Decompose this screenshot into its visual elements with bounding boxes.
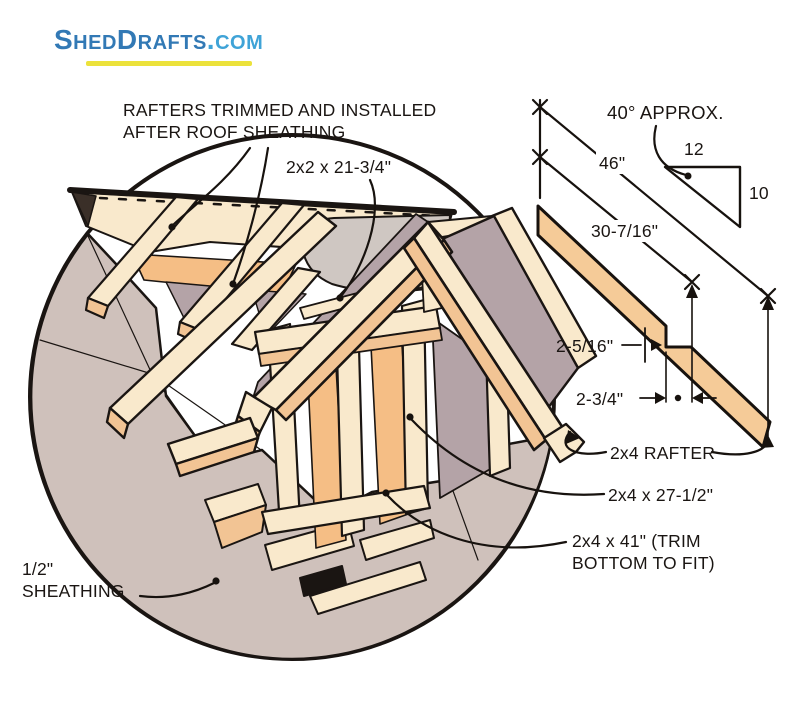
leader-rafters-note-1 (172, 146, 252, 226)
dim-2-3-4-label: 2-3/4" (576, 389, 624, 409)
logo-text-drafts: Drafts (116, 24, 207, 55)
leader-sheathing (138, 581, 216, 599)
eave-tails (166, 390, 586, 478)
pitch-rise-label: 12 (684, 139, 704, 159)
floor-framing (204, 483, 435, 615)
angle-approx-label: 40° APPROX. (607, 102, 724, 123)
sheathing-cutaway (29, 232, 554, 661)
roof-edge-ticks (98, 196, 442, 218)
sheathing-label: 1/2"SHEATHING (22, 559, 125, 601)
leader-2x2 (340, 178, 377, 297)
logo-text-dotcom: .com (206, 24, 264, 55)
pitch-run-label: 10 (749, 183, 769, 203)
dim-30-label: 30-7/16" (588, 220, 662, 242)
logo-underline (86, 61, 252, 66)
leader-dots (168, 223, 414, 585)
leader-rafters-note-2 (232, 146, 270, 283)
leader-arrowheads (566, 430, 774, 448)
dormer-gable-rafters (251, 220, 565, 452)
rafter-detail-drawing (531, 98, 777, 449)
long-rafter-2x4x41 (105, 210, 338, 440)
dormer-sill (260, 484, 432, 536)
roof-edge-wedge (71, 191, 97, 227)
leader-27 (410, 418, 606, 496)
logo-text-shed: Shed (54, 24, 117, 55)
site-logo[interactable]: ShedDrafts.com (54, 24, 263, 56)
leader-41 (386, 494, 568, 549)
dim-46-label: 46" (596, 152, 629, 174)
part-27-label: 2x4 x 27-1/2" (608, 485, 714, 505)
rafter-2x4-label: 2x4 RAFTER (610, 443, 716, 463)
part-2x2-label: 2x2 x 21-3/4" (286, 157, 392, 177)
angle-leader-line (653, 124, 688, 177)
detail-rafter-board (536, 204, 772, 449)
dim-2-5-16-label: 2-5/16" (556, 336, 614, 356)
pitch-triangle (663, 165, 742, 229)
roof-sheathing-edge (67, 187, 457, 215)
dimension-arrowheads (651, 284, 774, 404)
